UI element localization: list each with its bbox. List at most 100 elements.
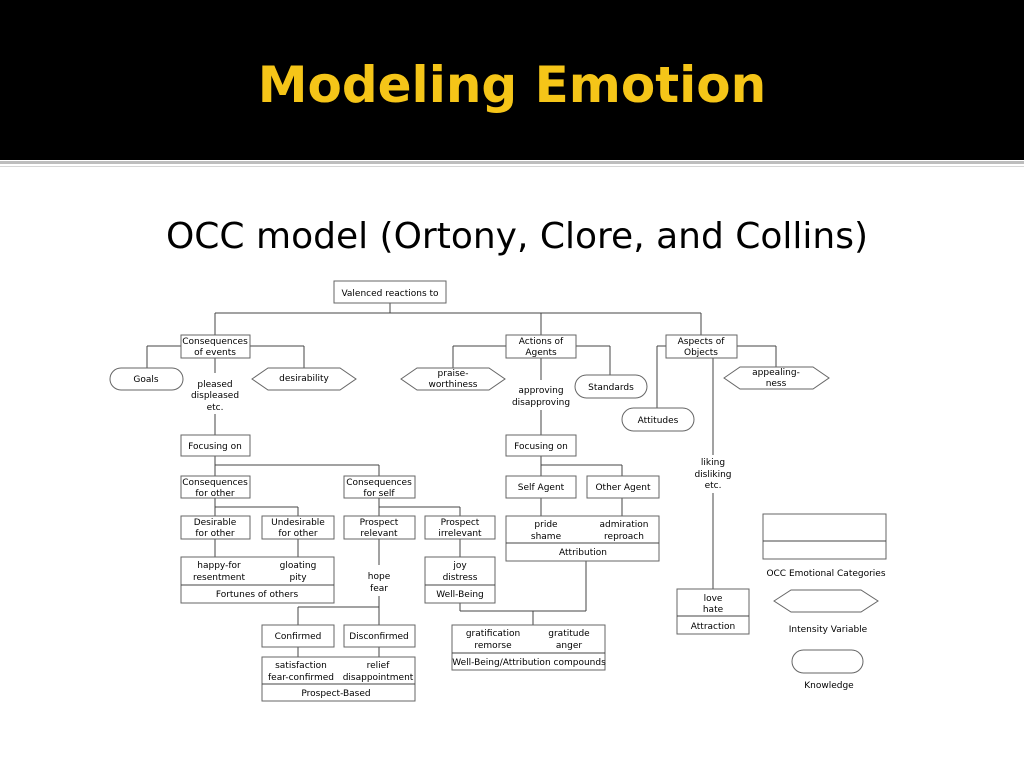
legend-categories: OCC Emotional Categories — [762, 513, 887, 579]
svg-text:Focusing on: Focusing on — [188, 442, 242, 452]
node-consequences-for-self: Consequences for self — [343, 475, 416, 499]
category-well-being-attribution-compounds: gratification remorse gratitude anger We… — [451, 624, 606, 671]
svg-text:Consequences: Consequences — [182, 478, 248, 488]
svg-text:Well-Being/Attribution compoun: Well-Being/Attribution compounds — [452, 658, 606, 668]
svg-text:Consequences: Consequences — [346, 478, 412, 488]
svg-text:Agents: Agents — [525, 348, 557, 358]
title-bar — [0, 0, 1024, 160]
svg-text:Other Agent: Other Agent — [595, 483, 651, 493]
divider-rule-thin — [0, 166, 1024, 167]
svg-text:Aspects of: Aspects of — [678, 337, 726, 347]
category-fortunes-of-others: happy-for resentment gloating pity Fortu… — [180, 556, 335, 604]
node-focusing-on-events: Focusing on — [180, 434, 251, 457]
svg-text:irrelevant: irrelevant — [438, 529, 482, 539]
svg-text:Confirmed: Confirmed — [275, 632, 322, 642]
svg-text:for other: for other — [278, 529, 318, 539]
svg-text:remorse: remorse — [474, 641, 512, 651]
label-liking: liking disliking etc. — [690, 455, 736, 493]
svg-text:Valenced reactions to: Valenced reactions to — [341, 289, 439, 299]
svg-text:pity: pity — [289, 573, 307, 583]
node-undesirable-for-other: Undesirable for other — [261, 515, 335, 540]
intensity-praiseworthiness: praise- worthiness — [400, 367, 506, 391]
svg-text:Objects: Objects — [684, 348, 718, 358]
connector-lines — [146, 303, 777, 657]
svg-text:worthiness: worthiness — [429, 380, 478, 390]
svg-text:Prospect: Prospect — [441, 518, 480, 528]
svg-text:disappointment: disappointment — [343, 673, 414, 683]
svg-text:liking: liking — [701, 458, 725, 468]
category-attraction: love hate Attraction — [676, 588, 750, 635]
svg-text:Standards: Standards — [588, 383, 634, 393]
category-well-being: joy distress Well-Being — [424, 556, 496, 604]
svg-text:fear-confirmed: fear-confirmed — [268, 673, 334, 683]
svg-text:happy-for: happy-for — [197, 561, 241, 571]
knowledge-standards: Standards — [574, 374, 648, 399]
node-other-agent: Other Agent — [586, 475, 660, 499]
svg-text:Self Agent: Self Agent — [518, 483, 565, 493]
svg-text:hope: hope — [368, 572, 391, 582]
svg-text:gratification: gratification — [466, 629, 520, 639]
node-self-agent: Self Agent — [505, 475, 577, 499]
svg-text:disapproving: disapproving — [512, 398, 570, 408]
svg-text:praise-: praise- — [438, 369, 469, 379]
svg-text:etc.: etc. — [705, 481, 722, 491]
svg-text:relief: relief — [367, 661, 391, 671]
svg-text:Attraction: Attraction — [691, 622, 735, 632]
category-attribution: pride shame admiration reproach Attribut… — [505, 515, 660, 562]
svg-text:love: love — [704, 594, 723, 604]
node-actions-of-agents: Actions of Agents — [505, 334, 577, 359]
svg-text:pleased: pleased — [197, 380, 232, 390]
svg-text:Well-Being: Well-Being — [436, 590, 483, 600]
intensity-desirability: desirability — [251, 367, 357, 391]
svg-text:shame: shame — [531, 532, 562, 542]
svg-text:Consequences: Consequences — [182, 337, 248, 347]
node-consequences-for-other: Consequences for other — [180, 475, 251, 499]
knowledge-attitudes: Attitudes — [621, 407, 695, 432]
svg-text:reproach: reproach — [604, 532, 644, 542]
svg-text:Focusing on: Focusing on — [514, 442, 568, 452]
svg-text:distress: distress — [443, 573, 478, 583]
svg-text:OCC Emotional Categories: OCC Emotional Categories — [766, 569, 885, 579]
svg-text:fear: fear — [370, 584, 388, 594]
label-pleased: pleased displeased etc. — [191, 380, 239, 413]
node-prospect-irrelevant: Prospect irrelevant — [424, 515, 496, 540]
category-prospect-based: satisfaction fear-confirmed relief disap… — [261, 656, 416, 702]
node-desirable-for-other: Desirable for other — [180, 515, 251, 540]
divider-rule — [0, 161, 1024, 164]
svg-text:admiration: admiration — [600, 520, 649, 530]
node-root: Valenced reactions to — [333, 280, 447, 304]
svg-text:gratitude: gratitude — [548, 629, 590, 639]
svg-text:approving: approving — [518, 386, 563, 396]
node-disconfirmed: Disconfirmed — [343, 624, 416, 648]
legend-intensity: Intensity Variable — [773, 589, 879, 635]
svg-text:Goals: Goals — [133, 375, 158, 385]
legend-knowledge: Knowledge — [791, 649, 864, 691]
svg-text:Undesirable: Undesirable — [271, 518, 325, 528]
svg-text:displeased: displeased — [191, 391, 239, 401]
svg-text:Intensity Variable: Intensity Variable — [789, 625, 868, 635]
knowledge-goals: Goals — [109, 367, 184, 391]
svg-text:Attitudes: Attitudes — [638, 416, 679, 426]
svg-text:of events: of events — [194, 348, 236, 358]
intensity-appealingness: appealing- ness — [723, 366, 830, 390]
svg-text:etc.: etc. — [207, 403, 224, 413]
svg-text:Desirable: Desirable — [194, 518, 237, 528]
node-aspects-of-objects: Aspects of Objects — [665, 334, 738, 359]
svg-text:for other: for other — [195, 489, 235, 499]
svg-text:for self: for self — [363, 489, 395, 499]
svg-text:Actions of: Actions of — [519, 337, 564, 347]
slide-title: Modeling Emotion — [257, 56, 767, 114]
svg-text:hate: hate — [703, 605, 724, 615]
svg-text:resentment: resentment — [193, 573, 246, 583]
svg-text:desirability: desirability — [279, 374, 329, 384]
node-consequences-of-events: Consequences of events — [180, 334, 251, 359]
svg-text:satisfaction: satisfaction — [275, 661, 327, 671]
svg-text:pride: pride — [534, 520, 558, 530]
svg-text:Prospect: Prospect — [360, 518, 399, 528]
svg-text:disliking: disliking — [694, 470, 731, 480]
svg-text:Fortunes of others: Fortunes of others — [216, 590, 299, 600]
svg-text:appealing-: appealing- — [752, 368, 800, 378]
svg-text:gloating: gloating — [280, 561, 317, 571]
svg-text:relevant: relevant — [360, 529, 398, 539]
